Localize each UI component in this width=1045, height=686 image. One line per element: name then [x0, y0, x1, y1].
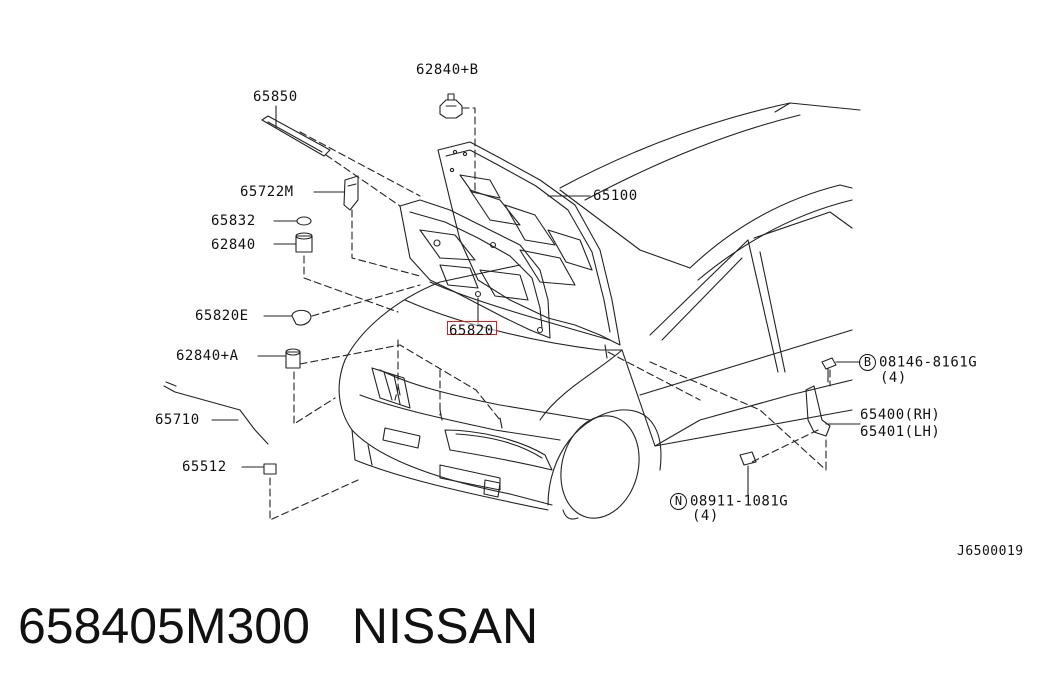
bolt-mark-icon: B — [859, 354, 876, 371]
label-65100: 65100 — [593, 188, 638, 204]
brand-name: NISSAN — [351, 598, 539, 654]
label-65401-lh: 65401(LH) — [860, 424, 941, 440]
label-65722m: 65722M — [240, 184, 294, 200]
leader-lines — [211, 105, 861, 496]
label-65850: 65850 — [253, 89, 298, 105]
label-65832: 65832 — [211, 213, 256, 229]
label-62840-a: 62840+A — [176, 348, 239, 364]
nut-code: 08911-1081G — [690, 493, 789, 510]
label-65512: 65512 — [182, 459, 227, 475]
part-caption: 658405M300 NISSAN — [18, 596, 538, 656]
label-65710: 65710 — [155, 412, 200, 428]
hood-panel — [399, 141, 621, 346]
diagram-reference-code: J6500019 — [957, 544, 1024, 559]
label-65820: 65820 — [449, 323, 494, 339]
car-body-outline — [338, 102, 861, 520]
part-number: 658405M300 — [18, 598, 310, 654]
assembly-dashed-lines — [269, 107, 831, 521]
label-62840-b: 62840+B — [416, 62, 479, 78]
nut-mark-icon: N — [670, 493, 687, 510]
label-65400-rh: 65400(RH) — [860, 407, 941, 423]
highlighted-part-callout — [447, 321, 497, 335]
bolt-code: 08146-8161G — [879, 354, 978, 371]
part-drawings — [163, 93, 837, 475]
label-65820e: 65820E — [195, 308, 249, 324]
label-bolt-qty: (4) — [880, 370, 907, 386]
label-62840: 62840 — [211, 237, 256, 253]
label-nut-qty: (4) — [692, 508, 719, 524]
